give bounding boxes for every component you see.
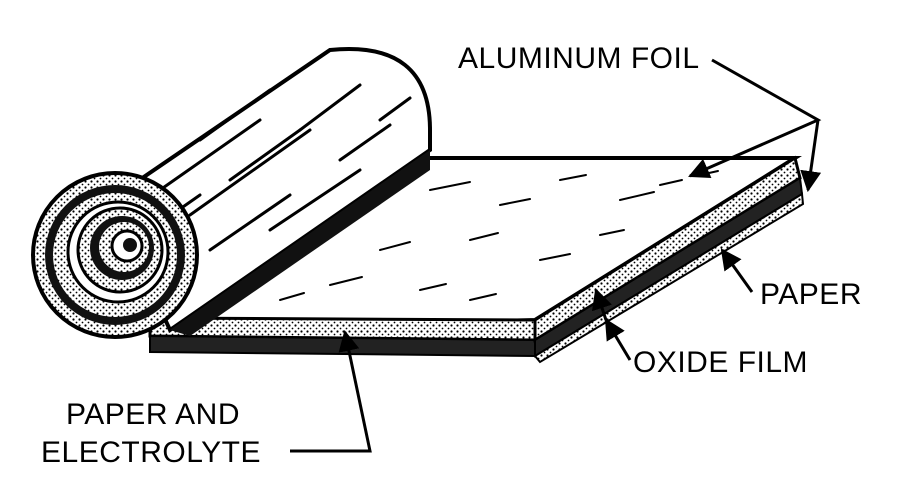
paper-label: PAPER — [760, 278, 862, 311]
oxide-film-label: OXIDE FILM — [633, 346, 809, 379]
paper-electrolyte-leader — [290, 329, 372, 453]
oxide-film-leader — [604, 318, 632, 361]
roll-spiral-end — [31, 171, 199, 339]
paper-leader — [720, 248, 754, 293]
paper-and-electrolyte-label-line1: PAPER AND — [66, 398, 240, 431]
oxide-film-leader-2 — [592, 288, 612, 321]
leader-lines — [290, 58, 822, 453]
aluminum-foil-label: ALUMINUM FOIL — [458, 42, 700, 75]
paper-and-electrolyte-label-line2: ELECTROLYTE — [41, 436, 261, 469]
aluminum-foil-leader-2 — [800, 119, 822, 193]
